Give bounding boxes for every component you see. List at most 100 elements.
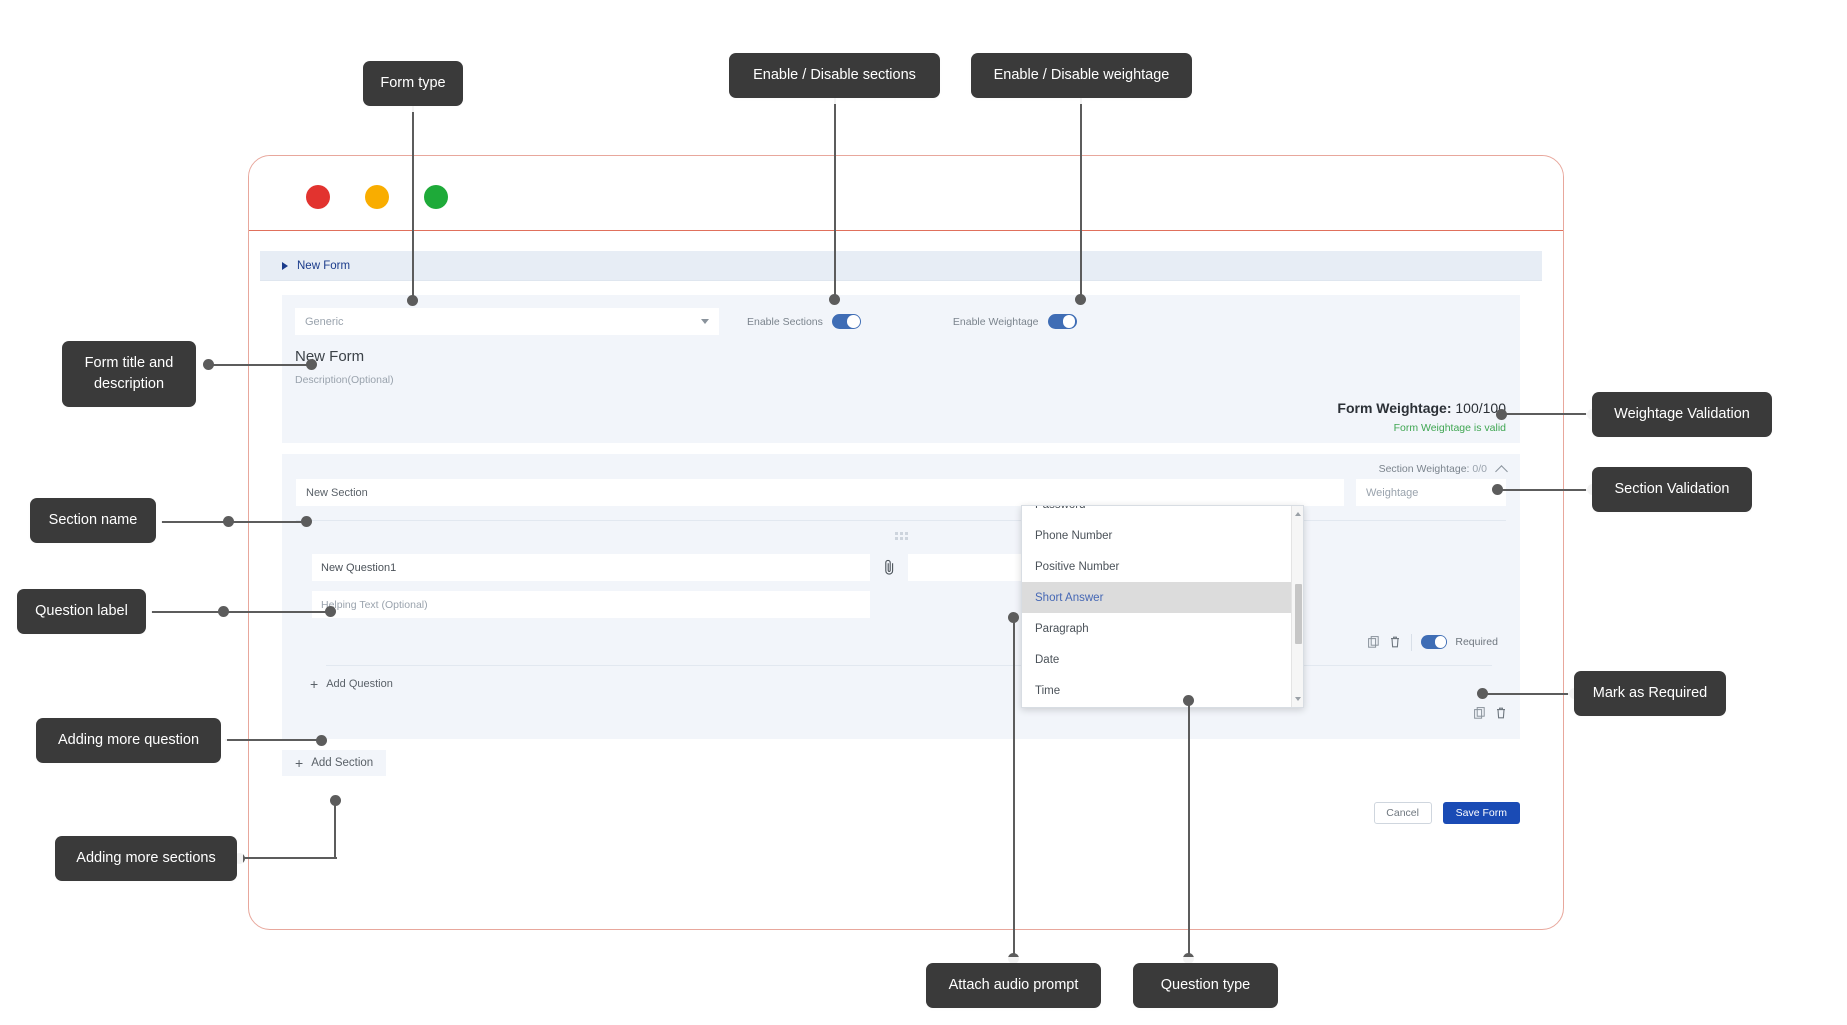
form-type-select[interactable]: Generic [295,308,719,335]
form-header-toprow: Generic Enable Sections Enable Weightage [282,308,1520,335]
leader-line [1080,98,1083,298]
dropdown-option[interactable]: Time [1035,684,1061,697]
leader-line [334,800,337,859]
enable-sections-label: Enable Sections [747,315,823,328]
window-minimize-dot[interactable] [365,185,389,209]
question-type-option-list: Password Phone Number Positive Number Sh… [1022,506,1303,706]
dropdown-option-selected[interactable]: Short Answer [1022,582,1303,613]
enable-sections-group[interactable]: Enable Sections [747,314,861,329]
leader-line [412,106,415,298]
question-helping-text-input[interactable]: Helping Text (Optional) [312,591,870,618]
question-block: New Question1 Helping Text (Optional) [282,541,1520,666]
cancel-button[interactable]: Cancel [1373,802,1432,824]
plus-icon: + [295,755,304,771]
add-question-button[interactable]: + Add Question [310,677,393,691]
section-name-input[interactable]: New Section [296,479,1344,506]
question-actions: Required [312,618,1506,652]
form-description-input[interactable]: Description(Optional) [295,374,394,386]
trash-icon [1497,707,1505,719]
dropdown-option[interactable]: Paragraph [1035,622,1089,635]
question-type-dropdown[interactable]: Password Phone Number Positive Number Sh… [1021,505,1304,708]
window-titlebar [249,156,1563,231]
enable-weightage-label: Enable Weightage [952,315,1039,328]
section-weightage-readout: Section Weightage: 0/0 [1379,463,1487,475]
leader-line [1501,413,1596,416]
delete-section-button[interactable] [1490,703,1512,723]
question-divider [326,665,1492,666]
callout-enable-weightage: Enable / Disable weightage [971,53,1192,98]
form-weightage-validation: Form Weightage is valid [1393,422,1506,434]
window-maximize-dot[interactable] [424,185,448,209]
duplicate-section-button[interactable] [1468,703,1490,723]
dropdown-scrollbar[interactable] [1291,506,1303,707]
leader-node [306,359,317,370]
drag-handle-icon[interactable] [894,532,908,541]
leader-line [151,611,330,614]
copy-icon [1367,636,1379,648]
form-weightage-label: Form Weightage: [1337,400,1452,416]
form-weightage-readout: Form Weightage: 100/100 [282,400,1506,416]
callout-section-name: Section name [30,498,156,543]
section-name-row: New Section Weightage [282,479,1520,506]
toggle-knob [1435,636,1447,648]
callout-adding-more-question: Adding more question [36,718,221,763]
leader-node [316,735,327,746]
breadcrumb[interactable]: New Form [260,251,1542,281]
leader-line [1188,704,1191,965]
callout-attach-audio-prompt: Attach audio prompt [926,963,1101,1008]
dropdown-option[interactable]: Positive Number [1035,560,1120,573]
required-toggle[interactable] [1421,635,1448,649]
paperclip-icon [884,559,893,575]
leader-node [1183,695,1194,706]
dropdown-option[interactable]: Phone Number [1035,529,1113,542]
trash-icon [1391,636,1400,648]
leader-line [834,98,837,298]
form-title-input[interactable]: New Form [295,348,365,365]
leader-node [1492,484,1503,495]
leader-node [325,606,336,617]
question-label-input[interactable]: New Question1 [312,554,870,581]
callout-adding-more-sections: Adding more sections [55,836,237,881]
chevron-up-icon[interactable] [1495,464,1508,478]
save-form-button[interactable]: Save Form [1442,802,1520,824]
scroll-up-arrow-icon[interactable] [1295,512,1301,516]
toggle-knob [1062,315,1076,328]
add-section-button[interactable]: + Add Section [282,750,387,776]
leader-line [225,739,325,742]
dropdown-option[interactable]: Date [1035,653,1060,666]
callout-enable-sections: Enable / Disable sections [729,53,940,98]
callout-question-label: Question label [17,589,146,634]
enable-weightage-group[interactable]: Enable Weightage [953,314,1077,329]
leader-node [1008,612,1019,623]
form-type-value: Generic [305,315,344,328]
leader-node [1496,409,1507,420]
leader-node [1008,953,1019,964]
delete-question-button[interactable] [1384,632,1406,652]
callout-form-title-description: Form title and description [62,341,196,407]
duplicate-question-button[interactable] [1362,632,1384,652]
scroll-down-arrow-icon[interactable] [1295,697,1301,701]
callout-weightage-validation: Weightage Validation [1592,392,1772,437]
callout-mark-as-required: Mark as Required [1574,671,1726,716]
question-top-row: New Question1 [312,554,1506,581]
leader-line [238,857,337,860]
form-weightage-block: Form Weightage: 100/100 Form Weightage i… [282,386,1520,443]
window-close-dot[interactable] [306,185,330,209]
section-weightage-input[interactable]: Weightage [1356,479,1506,506]
leader-line [1482,693,1578,696]
leader-node [330,795,341,806]
browser-window: New Form Generic Enable Sections [248,155,1564,930]
leader-line [207,364,312,367]
leader-node [223,516,234,527]
section-divider [296,520,1506,521]
scrollbar-thumb[interactable] [1294,584,1302,644]
enable-weightage-toggle[interactable] [1047,314,1077,329]
add-question-label: Add Question [326,678,393,690]
chevron-down-icon [701,319,709,324]
leader-node [301,516,312,527]
leader-node [829,294,840,305]
dropdown-option[interactable]: Password [1022,506,1303,520]
required-label: Required [1455,636,1498,648]
enable-sections-toggle[interactable] [831,314,861,329]
attach-audio-button[interactable] [877,554,901,581]
